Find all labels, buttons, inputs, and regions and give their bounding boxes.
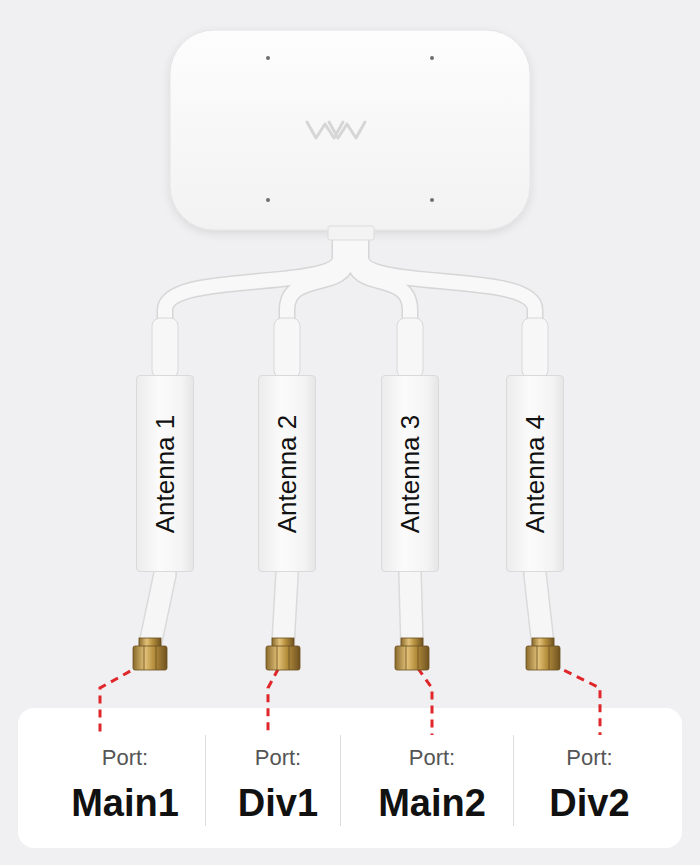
port-caption: Port: bbox=[514, 743, 666, 772]
antenna-label-sleeve: Antenna 1 bbox=[136, 375, 194, 572]
port-name: Main2 bbox=[341, 780, 524, 826]
port-cell: Port: Div2 bbox=[513, 735, 666, 826]
antenna-label: Antenna 4 bbox=[520, 414, 550, 533]
screw-dot bbox=[266, 56, 270, 60]
antenna-label: Antenna 3 bbox=[395, 414, 425, 533]
antenna-label: Antenna 1 bbox=[150, 414, 180, 533]
port-cell: Port: Div1 bbox=[205, 735, 351, 826]
cable-exit bbox=[328, 226, 374, 240]
port-cell: Port: Main1 bbox=[34, 735, 216, 826]
antenna-label-sleeve: Antenna 3 bbox=[381, 375, 439, 572]
antenna-label-sleeve: Antenna 2 bbox=[258, 375, 316, 572]
port-caption: Port: bbox=[206, 743, 351, 772]
port-panel bbox=[18, 708, 682, 848]
port-caption: Port: bbox=[34, 743, 216, 772]
sma-connector bbox=[266, 638, 300, 670]
strain-relief bbox=[152, 318, 548, 378]
screw-dot bbox=[430, 56, 434, 60]
port-name: Div1 bbox=[206, 780, 351, 826]
screw-dot bbox=[430, 198, 434, 202]
port-cell: Port: Main2 bbox=[340, 735, 524, 826]
port-name: Div2 bbox=[514, 780, 666, 826]
sma-connector bbox=[133, 638, 167, 670]
cables bbox=[165, 236, 535, 330]
port-name: Main1 bbox=[34, 780, 216, 826]
antenna-label-sleeve: Antenna 4 bbox=[506, 375, 564, 572]
cable-boots bbox=[150, 574, 543, 645]
screw-dot bbox=[266, 198, 270, 202]
port-caption: Port: bbox=[341, 743, 524, 772]
antenna-housing bbox=[170, 30, 530, 230]
sma-connector bbox=[395, 638, 429, 670]
antenna-label: Antenna 2 bbox=[272, 414, 302, 533]
brand-logo bbox=[307, 122, 365, 138]
sma-connector bbox=[526, 638, 560, 670]
